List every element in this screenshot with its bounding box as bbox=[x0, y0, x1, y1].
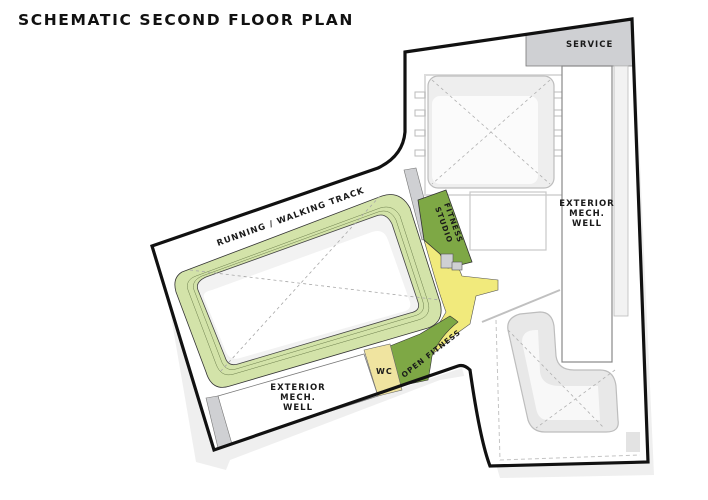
plan-title: SCHEMATIC SECOND FLOOR PLAN bbox=[18, 11, 354, 29]
track-field bbox=[174, 194, 442, 388]
mech-well-south-line2: MECH. bbox=[280, 393, 316, 403]
mech-well-south: EXTERIOR MECH. WELL bbox=[205, 353, 379, 449]
north-atrium bbox=[414, 74, 566, 251]
wc-room: WC bbox=[363, 343, 403, 397]
mech-well-east: EXTERIOR MECH. WELL bbox=[559, 65, 629, 363]
service-label: SERVICE bbox=[566, 40, 613, 50]
building-outline bbox=[150, 17, 650, 468]
mech-well-east-line2: MECH. bbox=[569, 209, 605, 219]
mech-well-south-line3: WELL bbox=[283, 403, 313, 413]
southeast-atrium bbox=[481, 289, 641, 461]
wc-label: WC bbox=[376, 367, 393, 376]
mech-well-east-line3: WELL bbox=[572, 219, 602, 229]
mech-well-east-line1: EXTERIOR bbox=[559, 199, 614, 209]
mech-well-south-line1: EXTERIOR bbox=[270, 383, 325, 393]
